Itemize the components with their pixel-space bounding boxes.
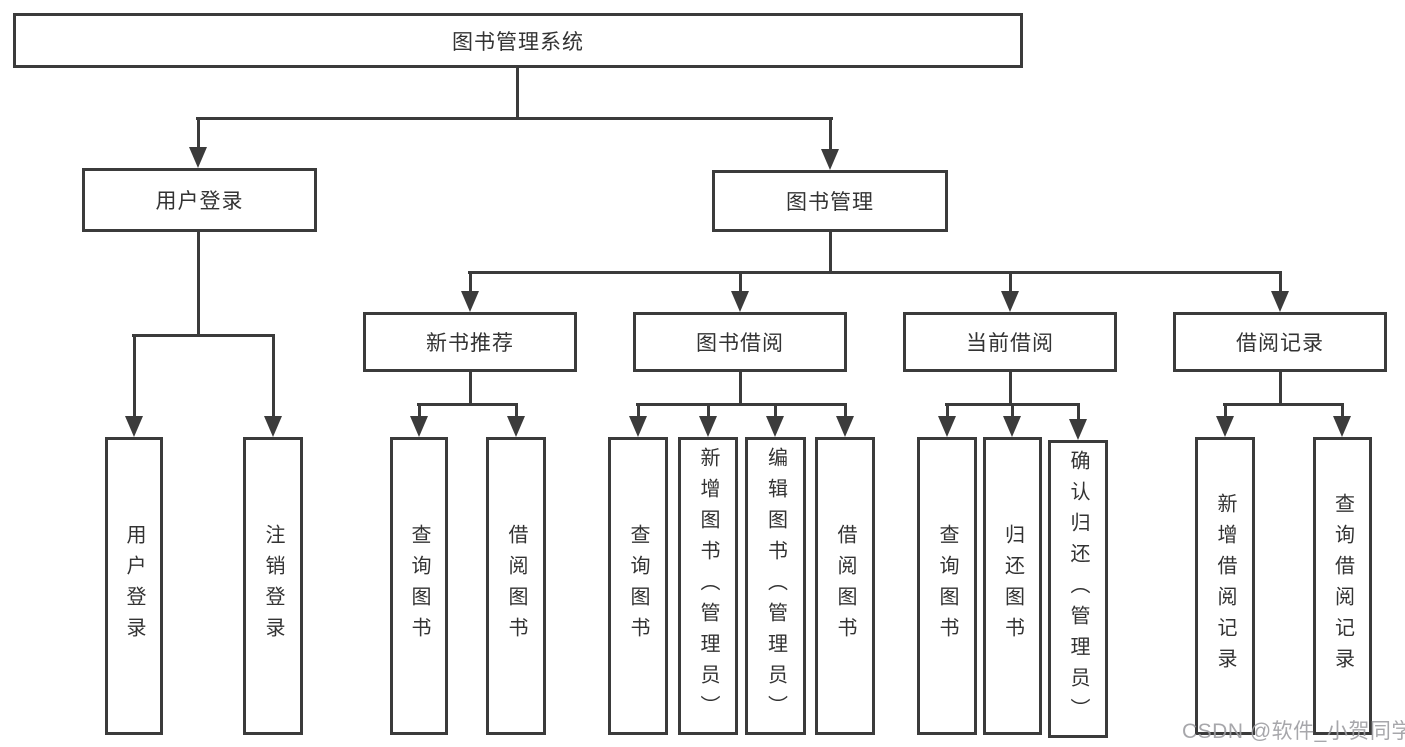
arrow-down-icon	[836, 416, 854, 437]
arrow-stem	[738, 272, 742, 293]
arrow-down-icon	[461, 291, 479, 312]
node-leaf-borrow-books-1: 借阅图书	[486, 437, 546, 735]
csdn-watermark: CSDN @软件_小贺同学	[1182, 720, 1405, 743]
node-leaf-query-books-3: 查询图书	[917, 437, 977, 735]
connector-line	[196, 117, 833, 120]
connector-line	[1009, 372, 1012, 406]
node-leaf-query-books-2: 查询图书	[608, 437, 668, 735]
connector-line	[636, 403, 847, 406]
node-leaf-logout: 注销登录	[243, 437, 303, 735]
node-leaf-query-borrow-record: 查询借阅记录	[1313, 437, 1372, 735]
arrow-stem	[1278, 272, 1282, 293]
arrow-down-icon	[507, 416, 525, 437]
arrow-stem	[706, 404, 710, 418]
node-leaf-return-book: 归还图书	[983, 437, 1042, 735]
node-label-leaf-logout: 注销登录	[262, 524, 284, 648]
node-label-user-login: 用户登录	[155, 190, 244, 213]
node-borrow-records: 借阅记录	[1173, 312, 1387, 372]
node-label-leaf-borrow-books-2: 借阅图书	[834, 524, 856, 648]
arrow-stem	[196, 117, 200, 149]
arrow-stem	[828, 117, 832, 151]
arrow-down-icon	[731, 291, 749, 312]
arrow-down-icon	[410, 416, 428, 437]
connector-line	[469, 372, 472, 406]
arrow-down-icon	[189, 147, 207, 168]
node-label-leaf-borrow-books-1: 借阅图书	[505, 524, 527, 648]
arrow-down-icon	[1333, 416, 1351, 437]
node-label-root: 图书管理系统	[452, 30, 584, 54]
node-label-current-borrow: 当前借阅	[966, 332, 1054, 355]
arrow-down-icon	[1271, 291, 1289, 312]
arrow-down-icon	[1216, 416, 1234, 437]
arrow-stem	[773, 404, 777, 418]
arrow-down-icon	[1003, 416, 1021, 437]
arrow-stem	[1010, 404, 1014, 418]
connector-line	[132, 334, 275, 337]
connector-line	[1223, 403, 1344, 406]
node-label-leaf-add-book: 新增图书（管理员）	[697, 446, 719, 726]
arrow-stem	[636, 404, 640, 418]
arrow-down-icon	[821, 149, 839, 170]
node-label-leaf-user-login: 用户登录	[123, 524, 145, 648]
arrow-down-icon	[125, 416, 143, 437]
node-book-borrow: 图书借阅	[633, 312, 847, 372]
node-label-leaf-query-books-3: 查询图书	[936, 524, 958, 648]
arrow-down-icon	[264, 416, 282, 437]
arrow-stem	[843, 404, 847, 418]
node-label-book-mgmt: 图书管理	[786, 191, 874, 214]
node-leaf-borrow-books-2: 借阅图书	[815, 437, 875, 735]
node-label-leaf-query-books-1: 查询图书	[408, 524, 430, 648]
connector-line	[197, 232, 200, 336]
node-leaf-add-borrow-record: 新增借阅记录	[1195, 437, 1255, 735]
node-user-login: 用户登录	[82, 168, 317, 232]
connector-line	[1279, 372, 1282, 406]
node-label-leaf-query-books-2: 查询图书	[627, 524, 649, 648]
node-label-new-book-rec: 新书推荐	[426, 332, 514, 355]
connector-line	[829, 232, 832, 273]
arrow-down-icon	[938, 416, 956, 437]
arrow-stem	[417, 404, 421, 418]
connector-line	[468, 271, 1282, 274]
node-leaf-edit-book: 编辑图书（管理员）	[745, 437, 806, 735]
node-label-leaf-add-borrow-record: 新增借阅记录	[1214, 493, 1236, 679]
arrow-stem	[1340, 404, 1344, 418]
arrow-stem	[945, 404, 949, 418]
node-label-borrow-records: 借阅记录	[1236, 332, 1324, 355]
node-leaf-confirm-return: 确认归还（管理员）	[1048, 440, 1108, 738]
arrow-stem	[1008, 272, 1012, 293]
node-root: 图书管理系统	[13, 13, 1023, 68]
arrow-down-icon	[1069, 419, 1087, 440]
node-label-leaf-return-book: 归还图书	[1001, 524, 1024, 648]
arrow-stem	[271, 335, 275, 418]
node-label-leaf-confirm-return: 确认归还（管理员）	[1067, 449, 1089, 729]
node-leaf-query-books-1: 查询图书	[390, 437, 448, 735]
arrow-down-icon	[766, 416, 784, 437]
arrow-down-icon	[1001, 291, 1019, 312]
node-current-borrow: 当前借阅	[903, 312, 1117, 372]
node-book-mgmt: 图书管理	[712, 170, 948, 232]
arrow-stem	[132, 335, 136, 418]
arrow-down-icon	[629, 416, 647, 437]
node-new-book-rec: 新书推荐	[363, 312, 577, 372]
node-leaf-user-login: 用户登录	[105, 437, 163, 735]
connector-line	[739, 372, 742, 406]
arrow-stem	[1223, 404, 1227, 418]
arrow-stem	[1076, 404, 1080, 421]
connector-line	[516, 68, 519, 118]
arrow-stem	[468, 272, 472, 293]
node-label-book-borrow: 图书借阅	[696, 332, 784, 355]
arrow-stem	[514, 404, 518, 418]
arrow-down-icon	[699, 416, 717, 437]
node-label-leaf-edit-book: 编辑图书（管理员）	[764, 446, 787, 726]
connector-line	[417, 403, 518, 406]
node-leaf-add-book: 新增图书（管理员）	[678, 437, 738, 735]
node-label-leaf-query-borrow-record: 查询借阅记录	[1331, 493, 1354, 679]
